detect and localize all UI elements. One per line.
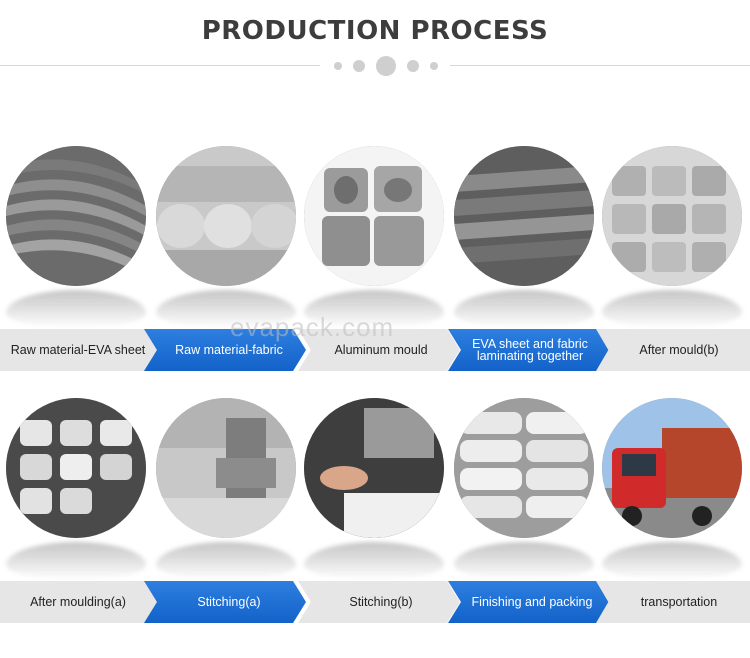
step-band xyxy=(144,581,306,623)
page-title: PRODUCTION PROCESS xyxy=(201,16,549,46)
dot-icon xyxy=(353,60,365,72)
dot-icon xyxy=(376,56,396,76)
title-divider-right xyxy=(450,65,750,66)
photo-reflection xyxy=(156,290,296,328)
photo-reflection xyxy=(6,542,146,580)
aluminum-mould-photo xyxy=(304,146,444,286)
moulded-shells-photo xyxy=(6,398,146,538)
photo-reflection xyxy=(6,290,146,328)
truck-container-photo xyxy=(602,398,742,538)
step-band xyxy=(144,329,306,371)
sewing-machine-photo xyxy=(156,398,296,538)
photo-reflection xyxy=(304,542,444,580)
step-label: Raw material-EVA sheet xyxy=(10,343,146,357)
stacked-eva-sheets-photo xyxy=(6,146,146,286)
photo-reflection xyxy=(454,542,594,580)
dot-icon xyxy=(430,62,438,70)
step-band xyxy=(596,329,750,371)
decorative-dots xyxy=(0,56,750,76)
step-band xyxy=(596,581,750,623)
step-label: Aluminum mould xyxy=(334,343,428,357)
watermark: evapack.com xyxy=(230,312,395,342)
step-label: Finishing and packing xyxy=(471,595,593,609)
photo-reflection xyxy=(304,290,444,328)
step-band xyxy=(448,581,610,623)
step-label: Stitching(b) xyxy=(349,595,413,609)
step-label: After moulding(a) xyxy=(30,595,126,609)
step-label: After mould(b) xyxy=(639,343,719,357)
step-band xyxy=(298,581,460,623)
step-band xyxy=(298,329,460,371)
fabric-rolls-photo xyxy=(156,146,296,286)
dot-icon xyxy=(407,60,419,72)
step-band xyxy=(0,581,160,623)
photo-reflection xyxy=(602,542,742,580)
photo-reflection xyxy=(454,290,594,328)
step-label: Stitching(a) xyxy=(197,595,261,609)
packed-bags-photo xyxy=(454,398,594,538)
step-label: Raw material-fabric xyxy=(175,343,283,357)
step-label: transportation xyxy=(640,595,718,609)
title-divider-left xyxy=(0,65,320,66)
step-band xyxy=(0,329,160,371)
photo-reflection xyxy=(602,290,742,328)
step-label: EVA sheet and fabric laminating together xyxy=(472,337,588,363)
moulded-trays-photo xyxy=(602,146,742,286)
step-band xyxy=(448,329,610,371)
photo-reflection xyxy=(156,542,296,580)
hand-stitching-photo xyxy=(304,398,444,538)
laminated-sheets-photo xyxy=(454,146,594,286)
dot-icon xyxy=(334,62,342,70)
